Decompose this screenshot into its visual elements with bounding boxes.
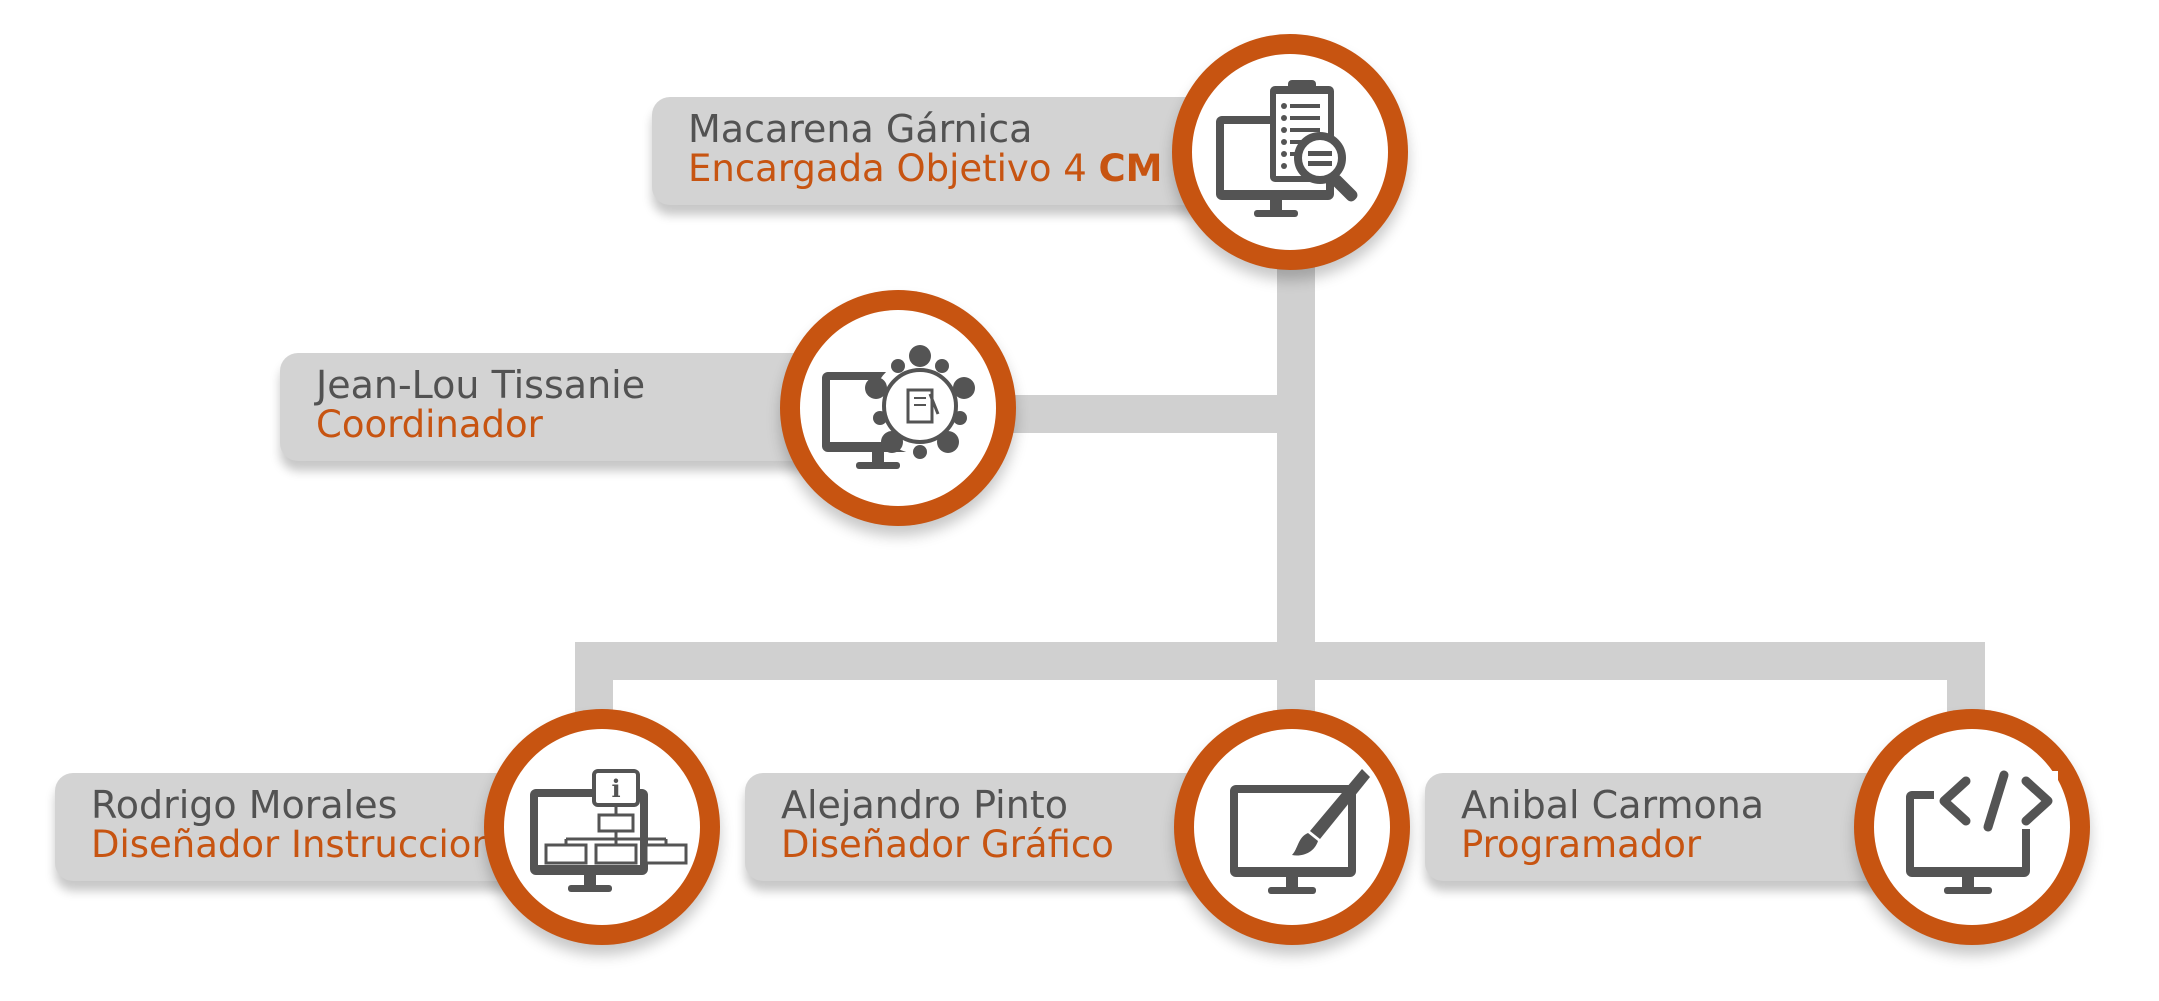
member-card-rodrigo: Rodrigo Morales Diseñador Instruccional [55, 773, 528, 881]
member-card-anibal: Anibal Carmona Programador [1425, 773, 1895, 881]
member-name: Rodrigo Morales [91, 783, 398, 827]
member-role: Encargada Objetivo 4 CM FID [688, 147, 1246, 190]
member-badge-rodrigo: i [484, 709, 720, 945]
connector-branch-coordinator [990, 395, 1295, 433]
clipboard-search-monitor-icon [1216, 80, 1358, 217]
member-badge-anibal [1854, 709, 2090, 945]
member-card-macarena: Macarena Gárnica Encargada Objetivo 4 CM… [652, 97, 1245, 205]
member-role: Programador [1461, 823, 1702, 866]
member-role: Coordinador [316, 403, 543, 446]
member-name: Anibal Carmona [1461, 783, 1765, 827]
team-network-monitor-icon [822, 345, 975, 469]
member-name: Alejandro Pinto [781, 783, 1068, 827]
paintbrush-monitor-icon [1230, 769, 1370, 894]
code-monitor-icon [1906, 770, 2058, 894]
member-badge-jean-lou [780, 290, 1016, 526]
member-card-jean-lou: Jean-Lou Tissanie Coordinador [280, 353, 850, 461]
member-name: Macarena Gárnica [688, 107, 1033, 151]
member-name: Jean-Lou Tissanie [316, 363, 646, 407]
svg-text:i: i [611, 774, 620, 803]
member-badge-alejandro [1174, 709, 1410, 945]
info-hierarchy-monitor-icon: i [530, 769, 688, 892]
member-card-alejandro: Alejandro Pinto Diseñador Gráfico [745, 773, 1215, 881]
connector-trunk-upper [1277, 250, 1315, 680]
member-role: Diseñador Gráfico [781, 823, 1114, 866]
member-role: Diseñador Instruccional [91, 823, 528, 866]
member-badge-macarena [1172, 34, 1408, 270]
